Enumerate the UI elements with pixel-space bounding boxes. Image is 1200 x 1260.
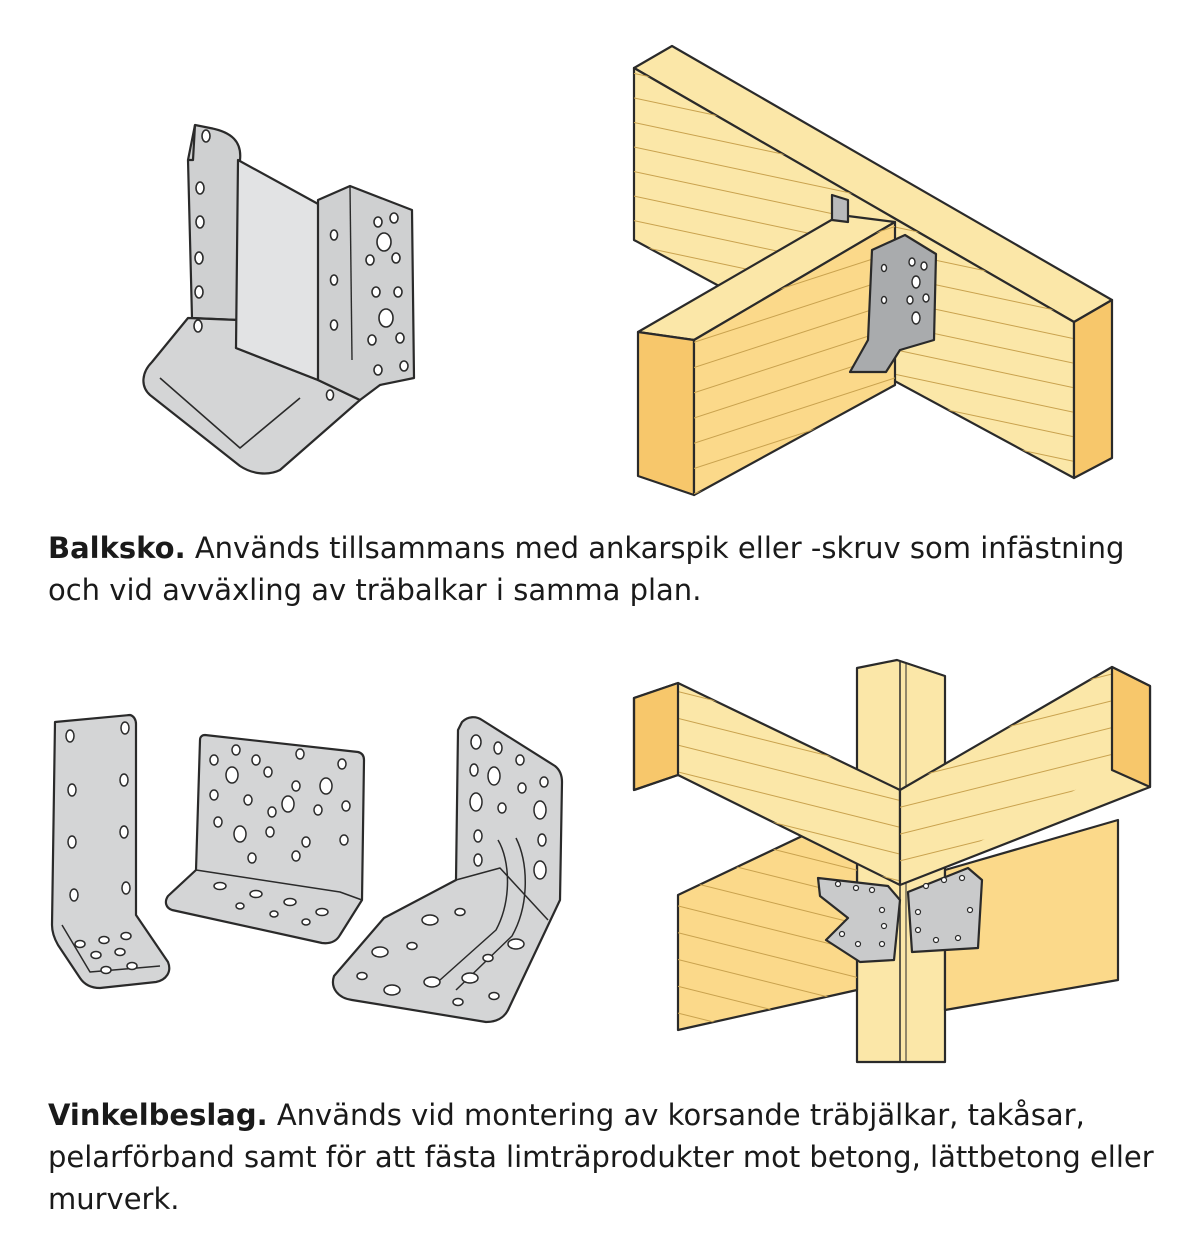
angle-bracket-reinforced	[331, 716, 564, 1024]
crossing-beams-drawing	[632, 658, 1152, 1064]
caption-vinkelbeslag: Vinkelbeslag. Används vid montering av k…	[48, 1094, 1168, 1220]
angle-bracket-wide	[164, 733, 366, 945]
vinkelbeslag-illustration	[50, 658, 1152, 1064]
term-vinkelbeslag: Vinkelbeslag.	[48, 1098, 268, 1132]
angle-bracket-narrow	[50, 713, 171, 990]
term-balksko: Balksko.	[48, 531, 186, 565]
balksko-illustration	[142, 44, 1114, 497]
joist-hanger-drawing	[142, 123, 416, 475]
description-vinkelbeslag: Används vid montering av korsande träbjä…	[48, 1098, 1154, 1216]
caption-balksko: Balksko. Används tillsammans med ankarsp…	[48, 527, 1168, 611]
beam-assembly-drawing	[632, 44, 1114, 497]
description-balksko: Används tillsammans med ankarspik eller …	[48, 531, 1125, 607]
